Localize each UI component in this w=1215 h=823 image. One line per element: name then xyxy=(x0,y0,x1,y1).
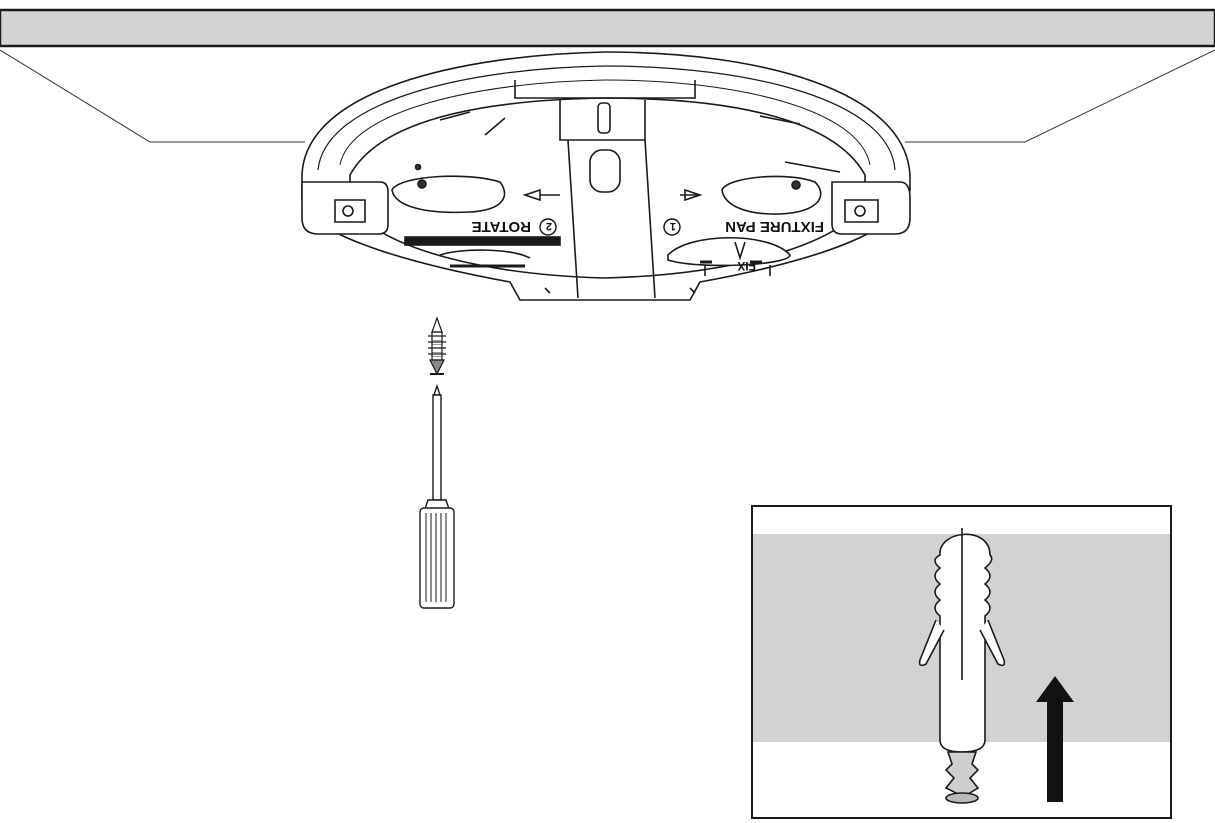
rotate-label: ROTATE xyxy=(472,218,531,235)
wall-anchor-icon xyxy=(918,528,1006,804)
fixture-pan-step-number: 1 xyxy=(670,220,676,232)
ceiling-plate xyxy=(0,8,1215,143)
fix-label: FIX xyxy=(737,259,756,273)
fixture-pan-label: FIXTURE PAN xyxy=(725,218,824,235)
screw-icon xyxy=(428,316,446,376)
up-arrow-icon xyxy=(1036,676,1074,802)
screwdriver-icon xyxy=(419,383,455,609)
rotate-step-number: 2 xyxy=(546,220,552,232)
mount-bracket xyxy=(301,51,911,301)
wall-anchor-inset xyxy=(751,505,1172,819)
